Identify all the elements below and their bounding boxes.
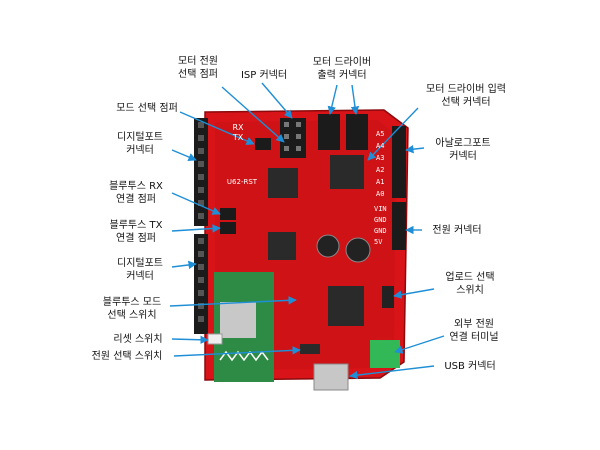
power-switch <box>300 344 320 354</box>
capacitors <box>316 234 371 263</box>
usb-chip <box>268 232 296 260</box>
silk-dip-mark: U62-RST <box>226 178 258 186</box>
motor-output-header <box>318 114 368 150</box>
silk-rx: RX <box>232 123 244 132</box>
terminal-block <box>370 340 400 368</box>
isp-header <box>280 118 306 158</box>
label-power-connector: 전원 커넥터 <box>432 225 482 236</box>
left-header-top <box>194 118 208 226</box>
usb-port <box>313 363 349 391</box>
right-header-power <box>392 202 406 250</box>
label-reset-switch: 리셋 스위치 <box>113 334 163 345</box>
label-usb-connector: USB 커넥터 <box>444 361 496 372</box>
label-isp-connector: ISP 커넥터 <box>240 70 288 81</box>
bt-jumpers <box>220 208 236 234</box>
left-header-bottom <box>194 234 208 334</box>
label-power-select-switch: 전원 선택 스위치 <box>91 351 163 362</box>
reset-button <box>207 333 223 345</box>
bluetooth-module <box>214 272 274 382</box>
mode-jumper <box>255 138 271 150</box>
mcu-chip <box>268 168 298 198</box>
label-mode-jumper: 모드 선택 점퍼 <box>116 103 178 114</box>
regulator <box>328 286 364 326</box>
motor-driver-chip <box>330 155 364 189</box>
callout-arrows <box>169 82 445 380</box>
silk-tx: TX <box>232 133 244 142</box>
upload-switch <box>382 286 394 308</box>
right-header-analog <box>392 126 406 198</box>
